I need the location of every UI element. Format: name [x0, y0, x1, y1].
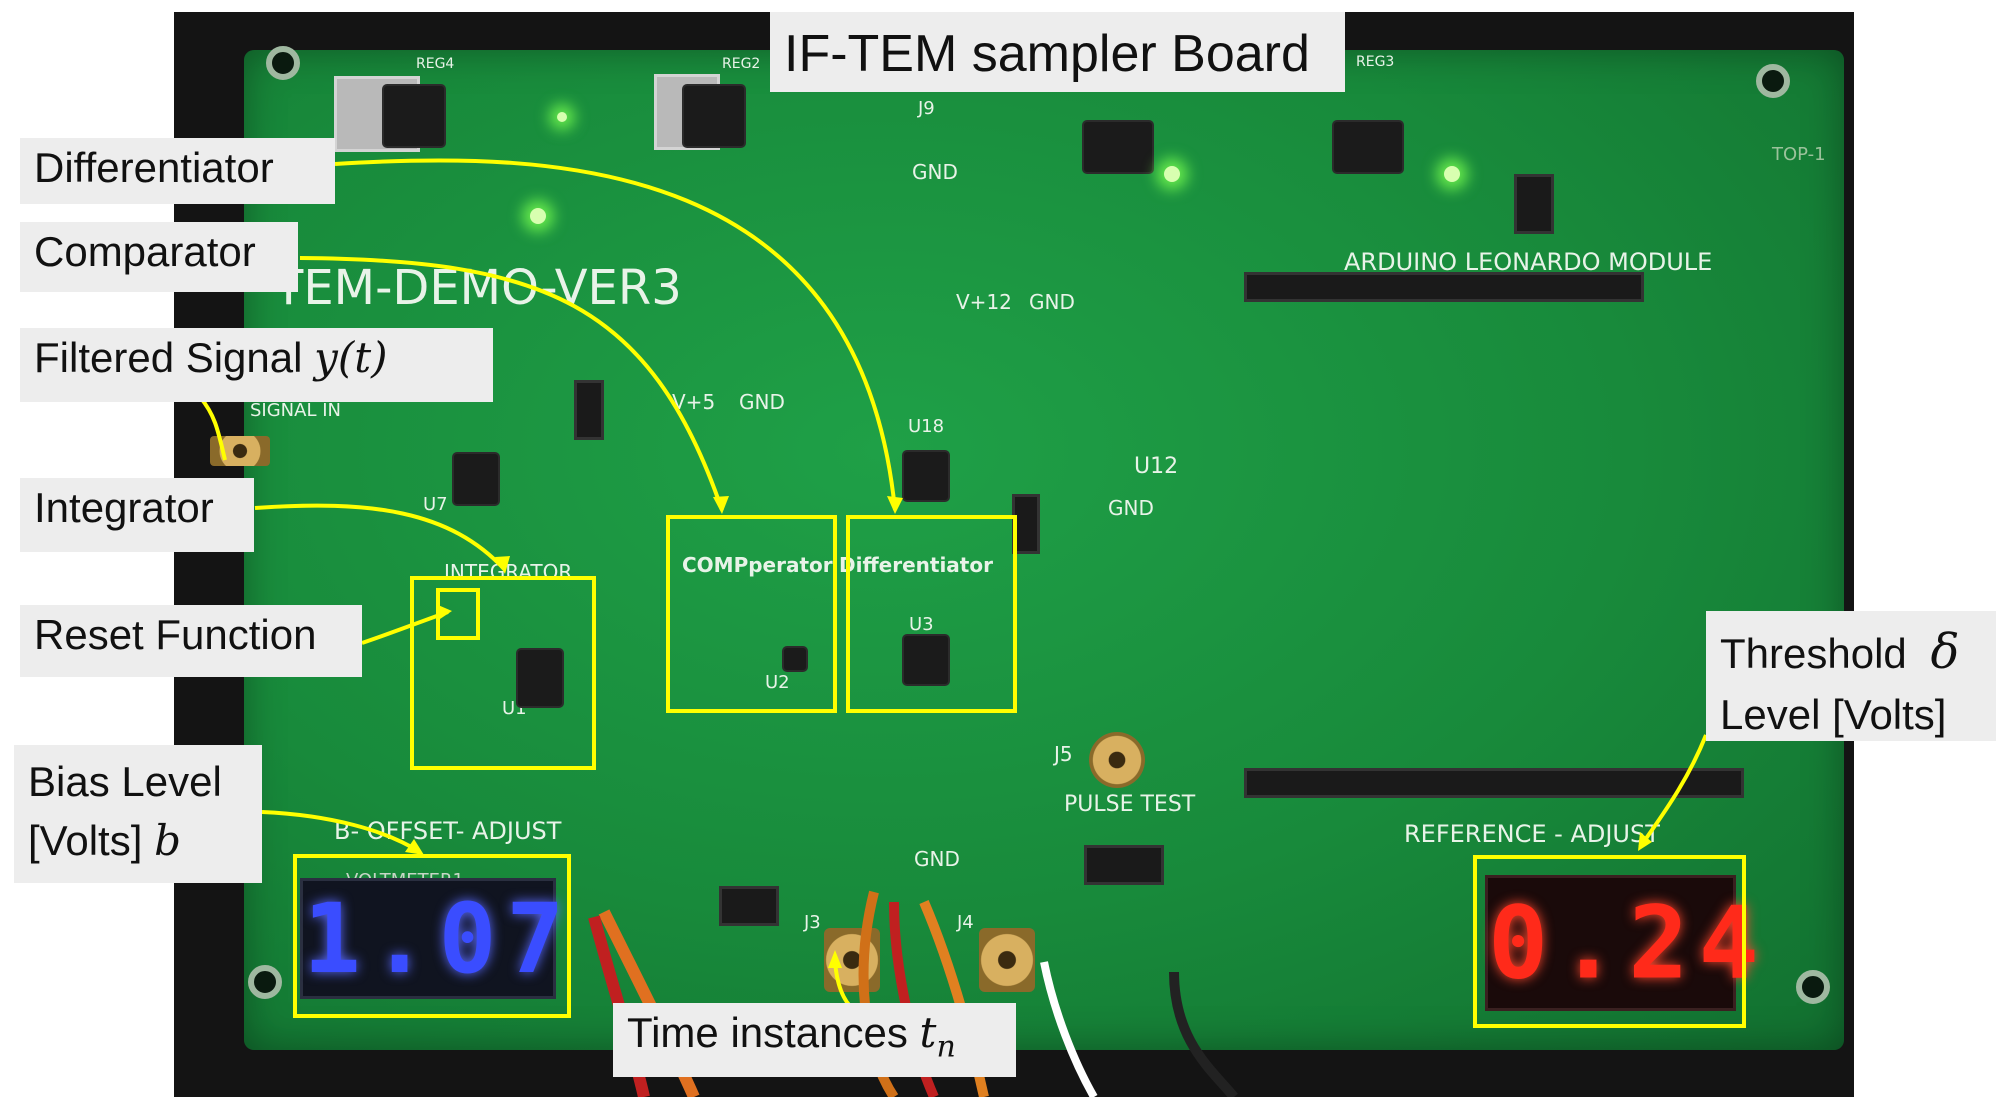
pin-header [719, 886, 779, 926]
threshold-voltmeter-display: 0.24 [1485, 875, 1769, 1011]
bias-voltmeter-display: 1.07 [300, 878, 575, 999]
reset-function-highlight-box [436, 588, 480, 640]
integrator-label: Integrator [20, 478, 254, 552]
regulator-chip [684, 86, 744, 146]
status-led [1444, 166, 1460, 182]
u3-silkscreen: U3 [909, 614, 934, 635]
bias-voltage-readout: 1.07 [303, 882, 575, 995]
threshold-voltage-readout: 0.24 [1488, 884, 1769, 1002]
j4-silkscreen: J4 [957, 912, 974, 933]
gnd-silkscreen: GND [1108, 496, 1154, 520]
mounting-hole [248, 965, 282, 999]
j9-silkscreen: J9 [918, 98, 935, 119]
pulse-test-silkscreen: PULSE TEST [1064, 792, 1196, 817]
j3-silkscreen: J3 [804, 912, 821, 933]
comparator-silkscreen: COMPperator [682, 553, 833, 577]
threshold-line2: Level [Volts] [1720, 691, 1947, 739]
top-silkscreen: TOP-1 [1772, 144, 1826, 165]
reset-function-label: Reset Function [20, 605, 362, 677]
reg2-silkscreen: REG2 [722, 56, 761, 72]
bias-level-math: b [154, 815, 181, 865]
threshold-level-label: Threshold δ Level [Volts] [1706, 611, 1996, 741]
mounting-hole [1796, 970, 1830, 1004]
mounting-hole [1756, 64, 1790, 98]
time-symbol: t [919, 1008, 937, 1057]
u12-silkscreen: U12 [1134, 454, 1179, 479]
threshold-math: δ [1930, 624, 1960, 680]
sma-connector-j4 [979, 928, 1035, 992]
time-instances-math: tn [919, 1008, 956, 1064]
time-subscript: n [936, 1029, 956, 1065]
threshold-display-highlight-box [1473, 855, 1746, 1028]
ic-u18 [904, 452, 948, 500]
differentiator-silkscreen: Differentiator [839, 553, 993, 577]
comparator-highlight-box [666, 515, 837, 713]
gnd-silkscreen: GND [912, 160, 958, 184]
bias-level-units: [Volts] [28, 816, 143, 864]
mounting-hole [266, 46, 300, 80]
reference-adjust-silkscreen: REFERENCE - ADJUST [1404, 820, 1660, 848]
regulator-chip [1084, 122, 1152, 172]
bias-display-highlight-box [293, 854, 571, 1018]
vplus12-silkscreen: V+12 [956, 290, 1012, 314]
filtered-signal-math: y(t) [314, 333, 388, 382]
arduino-silkscreen: ARDUINO LEONARDO MODULE [1344, 248, 1713, 276]
bias-level-line2: [Volts] b [28, 812, 248, 871]
threshold-line1: Threshold δ [1720, 619, 1982, 686]
ic-u1 [518, 650, 562, 706]
u2-silkscreen: U2 [765, 672, 790, 693]
bias-level-line1: Bias Level [28, 758, 222, 805]
ic-u3 [904, 636, 948, 684]
ic-u2 [784, 648, 806, 670]
figure-title: IF-TEM sampler Board [770, 12, 1345, 92]
jumper-header [1514, 174, 1554, 234]
differentiator-label: Differentiator [20, 138, 335, 204]
gnd-silkscreen: GND [1029, 290, 1075, 314]
filtered-signal-text: Filtered Signal [34, 334, 303, 381]
status-led [1164, 166, 1180, 182]
regulator-chip [384, 86, 444, 146]
arduino-header [1244, 272, 1644, 302]
time-instances-text: Time instances [627, 1009, 908, 1056]
threshold-text: Threshold [1720, 630, 1907, 677]
status-led [557, 112, 567, 122]
pulse-test-sma-connector [1089, 732, 1145, 788]
pin-header [1084, 845, 1164, 885]
reg4-silkscreen: REG4 [416, 56, 455, 72]
filtered-signal-label: Filtered Signal y(t) [20, 328, 493, 402]
time-instances-label: Time instances tn [613, 1003, 1016, 1077]
differentiator-highlight-box [846, 515, 1017, 713]
bias-level-label: Bias Level [Volts] b [14, 745, 262, 883]
reg3-silkscreen: REG3 [1356, 54, 1395, 70]
gnd-silkscreen: GND [914, 847, 960, 871]
u18-silkscreen: U18 [908, 416, 945, 437]
comparator-label: Comparator [20, 222, 298, 292]
regulator-chip [1334, 122, 1402, 172]
j5-silkscreen: J5 [1054, 742, 1073, 766]
integrator-highlight-box [410, 576, 596, 770]
